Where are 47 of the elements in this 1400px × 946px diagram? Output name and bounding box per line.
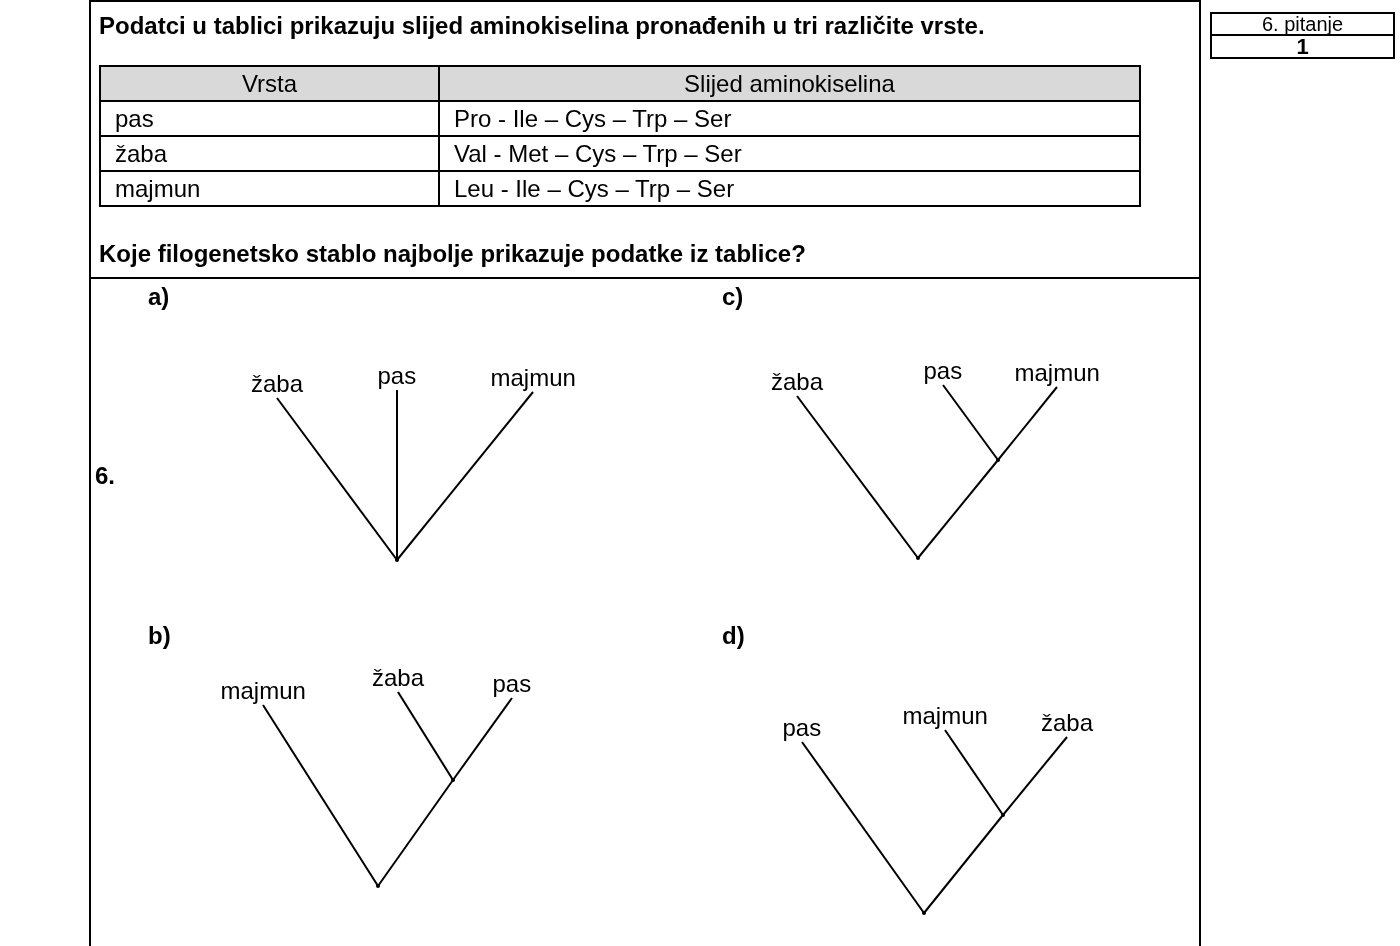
species-label: pas bbox=[377, 362, 417, 390]
branch-point bbox=[451, 778, 455, 782]
branch-line bbox=[801, 741, 925, 914]
branch-line bbox=[1002, 736, 1068, 816]
option-letter: b) bbox=[148, 622, 171, 650]
branch-line bbox=[923, 814, 1004, 914]
branch-line bbox=[262, 704, 379, 887]
species-label: majmun bbox=[490, 364, 576, 392]
species-label: pas bbox=[492, 670, 532, 698]
table-cell: majmun bbox=[99, 170, 440, 207]
species-label: žaba bbox=[771, 368, 824, 396]
species-label: majmun bbox=[1014, 359, 1100, 387]
branch-point bbox=[376, 884, 380, 888]
species-label: pas bbox=[782, 714, 822, 742]
branch-point bbox=[1001, 813, 1005, 817]
branch-line bbox=[997, 386, 1058, 461]
branch-line bbox=[396, 391, 534, 561]
species-label: majmun bbox=[902, 702, 988, 730]
species-label: žaba bbox=[251, 370, 304, 398]
branch-point bbox=[922, 911, 926, 915]
species-label: pas bbox=[923, 357, 963, 385]
species-label: žaba bbox=[372, 664, 425, 692]
branch-line bbox=[396, 389, 398, 561]
branch-line bbox=[276, 397, 398, 561]
species-label: žaba bbox=[1041, 709, 1094, 737]
branch-point bbox=[395, 558, 399, 562]
question-text: Podatci u tablici prikazuju slijed aminokiselina pronađenih u tri različite vrste. bbox=[99, 12, 985, 41]
branch-line bbox=[942, 384, 999, 461]
option-letter: d) bbox=[722, 622, 745, 650]
option-letter: a) bbox=[148, 283, 170, 311]
question-text: Koje filogenetsko stablo najbolje prikazuje podatke iz tablice? bbox=[99, 240, 806, 269]
branch-line bbox=[452, 697, 513, 781]
option-letter: c) bbox=[722, 283, 744, 311]
branch-line bbox=[944, 729, 1004, 816]
score-box: 1 bbox=[1210, 34, 1395, 59]
question-number-label: 6. pitanje bbox=[1210, 12, 1395, 36]
branch-line bbox=[796, 395, 919, 559]
table-cell: Leu - Ile – Cys – Trp – Ser bbox=[438, 170, 1141, 207]
table-header-cell: Vrsta bbox=[99, 65, 440, 102]
branch-point bbox=[916, 556, 920, 560]
branch-line bbox=[377, 779, 454, 887]
branch-point bbox=[996, 458, 1000, 462]
branch-line bbox=[917, 459, 999, 559]
question-number: 6. bbox=[95, 462, 115, 491]
table-header-cell: Slijed aminokiselina bbox=[438, 65, 1141, 102]
species-label: majmun bbox=[220, 677, 306, 705]
branch-line bbox=[397, 691, 454, 781]
